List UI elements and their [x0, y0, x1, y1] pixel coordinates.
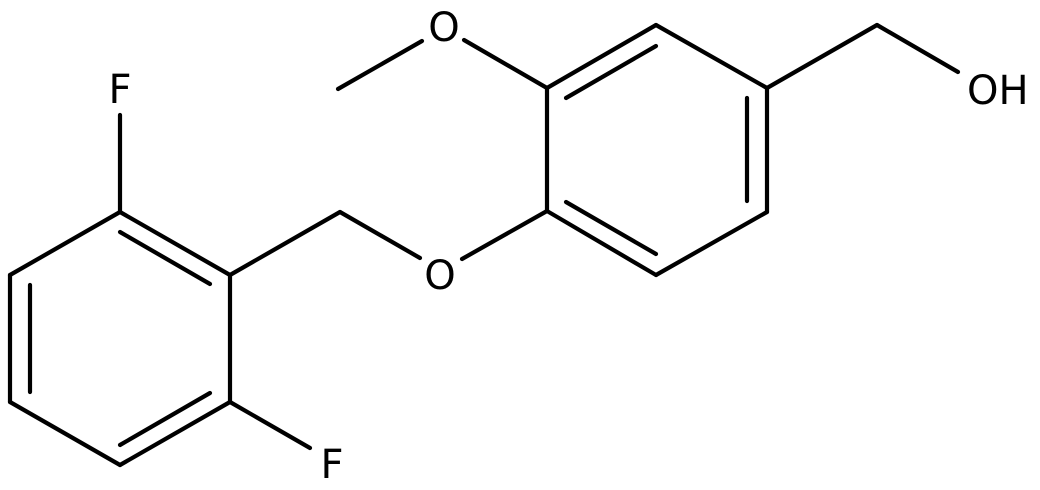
bond-ring-o-methoxy [461, 37, 550, 91]
bond-c-f-bottom [227, 399, 313, 451]
bond [7, 209, 123, 278]
bond [117, 399, 233, 468]
double-bond-inner [117, 229, 213, 287]
bond [117, 209, 233, 278]
ether-oxygen-label: O [424, 253, 455, 299]
bond [544, 208, 659, 278]
methoxy-oxygen-label: O [428, 5, 459, 51]
double-bond-inner [563, 43, 659, 101]
double-bond-inner [117, 390, 213, 448]
bond-ring-ch2 [227, 209, 343, 278]
bond-ch2-o [337, 209, 423, 261]
fluorine-bottom-label: F [320, 442, 343, 488]
bond [7, 399, 123, 468]
bond [653, 209, 770, 278]
double-bond-inner [563, 199, 659, 257]
bond-o-ring [459, 208, 550, 262]
bond [653, 22, 770, 91]
difluorophenyl-ring [7, 209, 233, 468]
bond-ch2-oh [874, 22, 961, 75]
bond [544, 22, 659, 91]
bond-ring-ch2oh [764, 22, 880, 91]
methoxyphenyl-ring [544, 22, 770, 278]
bond-o-methyl [335, 38, 425, 92]
fluorine-top-label: F [108, 67, 131, 113]
hydroxyl-label: OH [967, 68, 1029, 114]
